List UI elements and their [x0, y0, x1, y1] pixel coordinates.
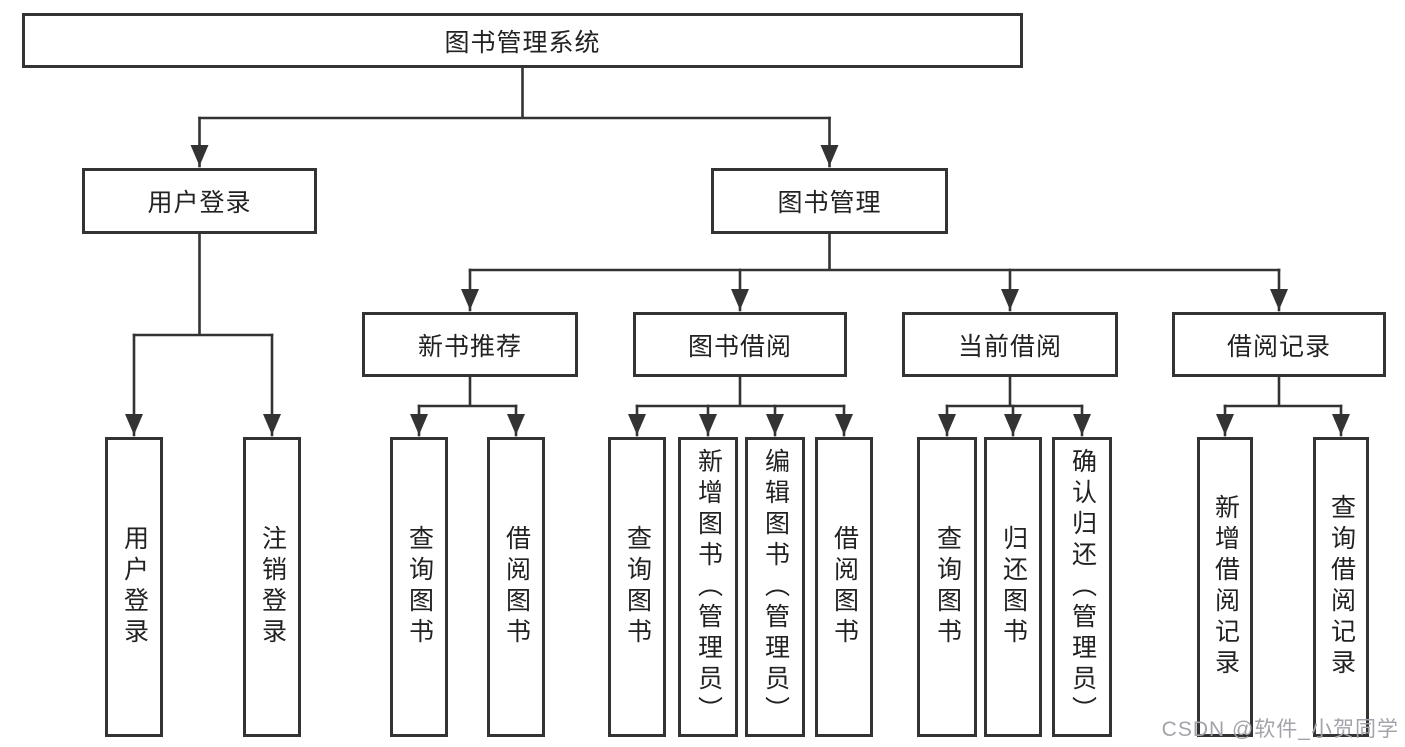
connector-trunks [132, 66, 1343, 408]
leaf-query-books-current: 查询图书 [917, 437, 977, 737]
leaf-query-books-borrowing: 查询图书 [608, 437, 666, 737]
leaf-query-books-current-label: 查询图书 [933, 525, 962, 649]
leaf-logout-label: 注销登录 [258, 525, 287, 649]
node-user-login: 用户登录 [82, 168, 317, 234]
leaf-query-books-borrowing-label: 查询图书 [623, 525, 652, 649]
leaf-borrow-books-borrowing: 借阅图书 [815, 437, 873, 737]
leaf-return-books: 归还图书 [984, 437, 1042, 737]
leaf-borrow-books-recommend: 借阅图书 [487, 437, 545, 737]
leaf-query-books-recommend: 查询图书 [390, 437, 448, 737]
node-new-book-recommendation-label: 新书推荐 [417, 332, 522, 361]
connector-arrows [125, 116, 1350, 437]
node-book-management-label: 图书管理 [777, 189, 882, 217]
node-current-borrowing: 当前借阅 [902, 312, 1118, 377]
node-borrowing-records-label: 借阅记录 [1226, 332, 1331, 361]
leaf-edit-books-admin: 编辑图书（管理员） [745, 437, 805, 737]
leaf-query-borrow-record-label: 查询借阅记录 [1327, 494, 1356, 680]
leaf-return-books-label: 归还图书 [999, 525, 1028, 649]
node-new-book-recommendation: 新书推荐 [362, 312, 578, 377]
node-book-borrowing: 图书借阅 [633, 312, 847, 377]
leaf-confirm-return-admin-label: 确认归还（管理员） [1068, 447, 1097, 727]
node-library-system-label: 图书管理系统 [444, 28, 601, 57]
leaf-query-borrow-record: 查询借阅记录 [1313, 437, 1369, 737]
leaf-add-borrow-record-label: 新增借阅记录 [1211, 494, 1240, 680]
leaf-confirm-return-admin: 确认归还（管理员） [1052, 437, 1112, 737]
leaf-borrow-books-borrowing-label: 借阅图书 [830, 525, 859, 649]
leaf-query-books-recommend-label: 查询图书 [405, 525, 434, 649]
node-book-management: 图书管理 [711, 168, 948, 234]
node-library-system-root: 图书管理系统 [22, 13, 1023, 68]
watermark: CSDN @软件_小贺同学 [1161, 718, 1399, 741]
leaf-user-login-label: 用户登录 [120, 525, 149, 649]
node-user-login-label: 用户登录 [147, 189, 252, 217]
leaf-edit-books-admin-label: 编辑图书（管理员） [761, 447, 790, 727]
node-borrowing-records: 借阅记录 [1172, 312, 1386, 377]
node-book-borrowing-label: 图书借阅 [687, 332, 792, 361]
leaf-logout: 注销登录 [243, 437, 301, 737]
leaf-borrow-books-recommend-label: 借阅图书 [502, 525, 531, 649]
leaf-add-books-admin: 新增图书（管理员） [678, 437, 738, 737]
leaf-user-login: 用户登录 [105, 437, 163, 737]
leaf-add-books-admin-label: 新增图书（管理员） [694, 447, 723, 727]
leaf-add-borrow-record: 新增借阅记录 [1197, 437, 1253, 737]
node-current-borrowing-label: 当前借阅 [957, 332, 1062, 361]
